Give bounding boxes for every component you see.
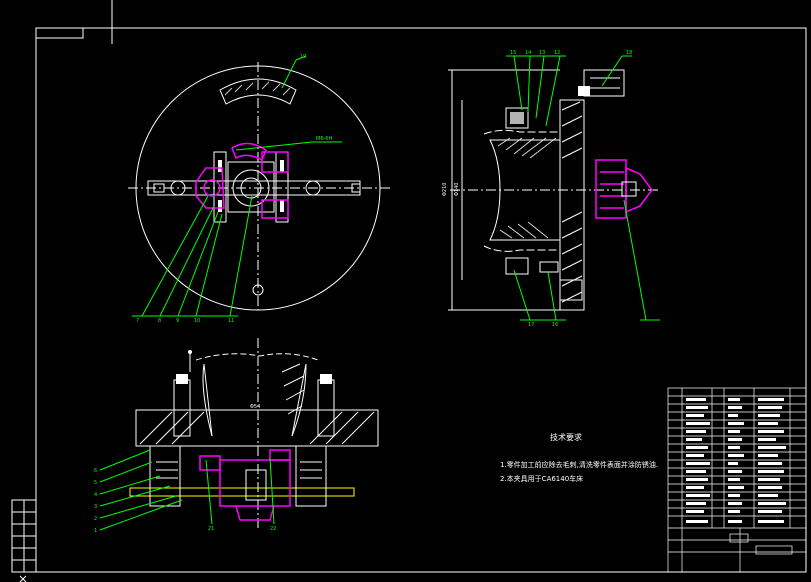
callout-22: 22	[270, 526, 276, 532]
callout-16: 16	[552, 322, 558, 328]
callout-3: 3	[94, 504, 97, 510]
callout-12: 12	[554, 50, 560, 56]
callout-19: 19	[300, 54, 306, 60]
callout-14: 14	[525, 50, 531, 56]
top-view: 19 M6-6H 7 8 9 10 11	[128, 54, 390, 324]
note-mark: M6-6H	[316, 136, 332, 142]
dim-label-phi210: Φ210	[442, 183, 448, 196]
front-view: 6 5 4 3 2 1 21 22 Φ54	[94, 338, 379, 534]
tech-requirement-1: 1.零件加工前应除去毛刺,清洗零件表面并涂防锈油.	[500, 461, 659, 469]
callout-5: 5	[94, 480, 97, 486]
callout-6: 6	[94, 468, 97, 474]
callout-9: 9	[176, 318, 179, 324]
callout-8: 8	[158, 318, 161, 324]
callout-1: 1	[94, 528, 97, 534]
callout-10: 10	[194, 318, 200, 324]
callout-2: 2	[94, 516, 97, 522]
dim-label-phi54: Φ54	[250, 404, 260, 410]
callout-17: 17	[528, 322, 534, 328]
dim-label-phi140: Φ140	[454, 183, 460, 196]
callout-13: 13	[539, 50, 545, 56]
tech-requirements-title: 技术要求	[550, 433, 582, 442]
callout-7: 7	[136, 318, 139, 324]
parts-list-text	[686, 398, 786, 523]
title-block	[667, 387, 807, 573]
callout-15: 15	[510, 50, 516, 56]
callout-21: 21	[208, 526, 214, 532]
side-view: 15 14 13 12 18 17 16 Φ210 Φ140	[442, 50, 660, 328]
callout-4: 4	[94, 492, 97, 498]
tech-requirement-2: 2.本夹具用于CA6140车床	[500, 475, 584, 483]
callout-18: 18	[626, 50, 632, 56]
sheet-frame	[11, 0, 807, 582]
callout-11: 11	[228, 318, 234, 324]
